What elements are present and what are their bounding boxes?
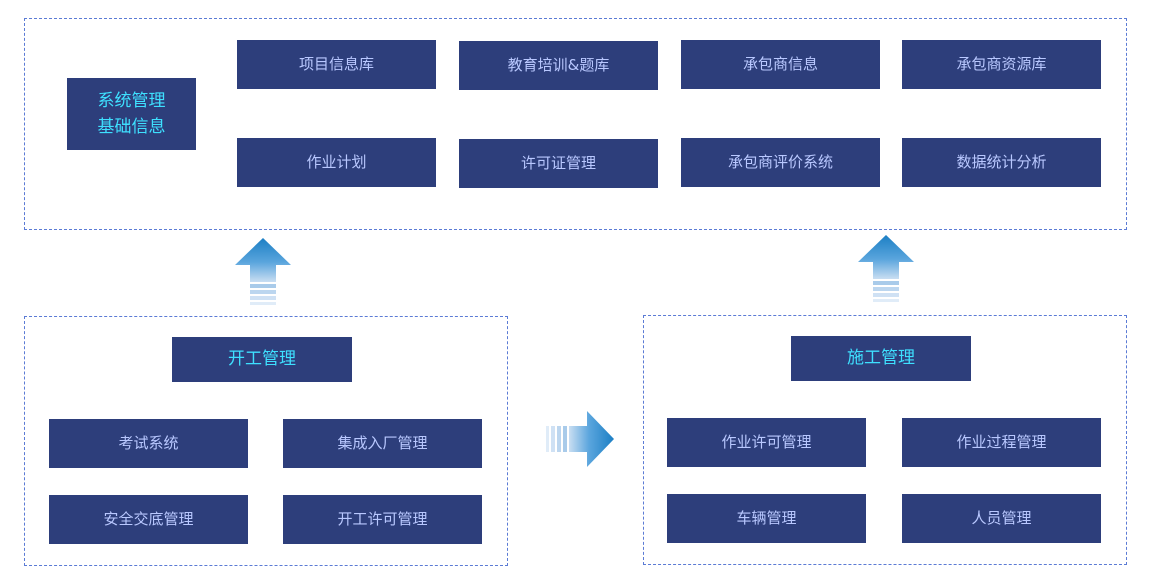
right-panel-title: 施工管理 (791, 336, 971, 381)
system-management-box: 系统管理 基础信息 (67, 78, 196, 150)
module-exam-system: 考试系统 (49, 419, 248, 468)
module-data-statistics: 数据统计分析 (902, 138, 1101, 187)
top-panel (24, 18, 1127, 230)
left-panel (24, 316, 508, 566)
module-contractor-evaluation: 承包商评价系统 (681, 138, 880, 187)
right-panel (643, 315, 1127, 565)
module-project-info: 项目信息库 (237, 40, 436, 89)
module-work-permit: 作业许可管理 (667, 418, 866, 467)
system-box-line2: 基础信息 (97, 117, 166, 137)
module-vehicle-management: 车辆管理 (667, 494, 866, 543)
module-safety-briefing: 安全交底管理 (49, 495, 248, 544)
module-work-plan: 作业计划 (237, 138, 436, 187)
system-box-line1: 系统管理 (97, 90, 166, 111)
module-contractor-resources: 承包商资源库 (902, 40, 1101, 89)
up-arrow-icon (858, 235, 914, 302)
module-permit-management: 许可证管理 (459, 139, 658, 188)
right-arrow-icon (546, 411, 614, 467)
left-panel-title: 开工管理 (172, 337, 352, 382)
module-start-permit: 开工许可管理 (283, 495, 482, 544)
module-training-question-bank: 教育培训&题库 (459, 41, 658, 90)
module-contractor-info: 承包商信息 (681, 40, 880, 89)
module-work-process: 作业过程管理 (902, 418, 1101, 467)
up-arrow-icon (235, 238, 291, 305)
module-personnel-management: 人员管理 (902, 494, 1101, 543)
module-entry-management: 集成入厂管理 (283, 419, 482, 468)
